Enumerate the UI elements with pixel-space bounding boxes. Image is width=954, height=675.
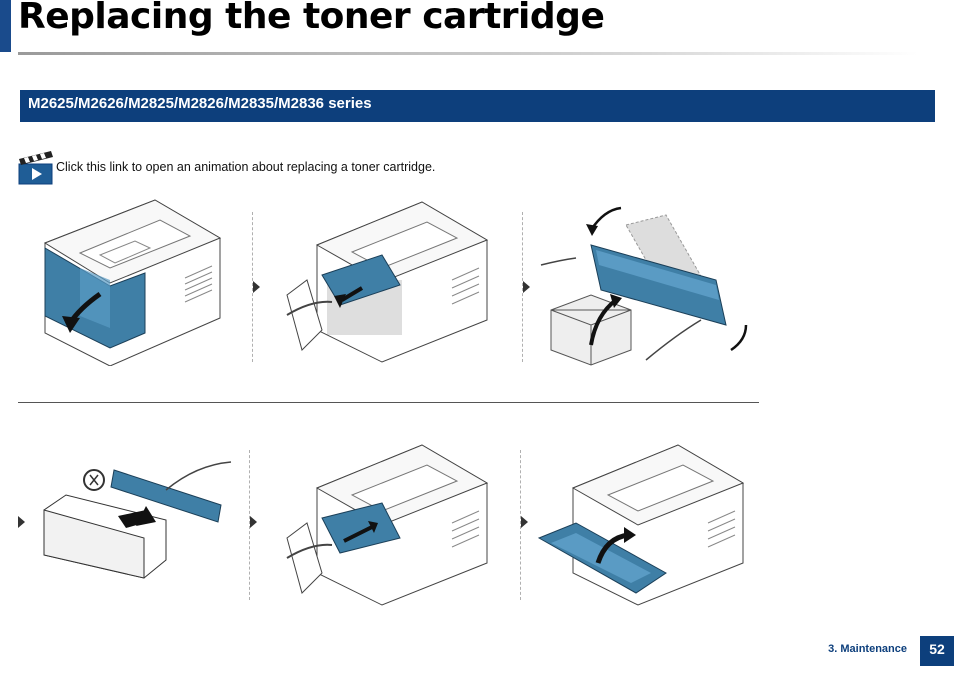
step-arrow: [523, 281, 530, 293]
section-heading: M2625/M2626/M2825/M2826/M2835/M2836 seri…: [20, 90, 935, 122]
step-shake-new-cartridge: [536, 200, 751, 372]
row-divider: [18, 402, 759, 403]
title-accent-bar: [0, 0, 11, 52]
step-divider: [522, 212, 523, 362]
step-divider: [252, 212, 253, 362]
step-open-front-cover: [40, 198, 230, 366]
step-arrow: [253, 281, 260, 293]
animation-link-text[interactable]: Click this link to open an animation abo…: [56, 160, 436, 174]
step-remove-protective-cover: [36, 460, 241, 580]
step-close-front-cover: [536, 443, 748, 608]
footer-chapter: 3. Maintenance: [828, 643, 907, 655]
step-arrow: [250, 516, 257, 528]
step-arrow: [18, 516, 25, 528]
clapperboard-play-icon[interactable]: [18, 149, 54, 185]
step-insert-cartridge: [282, 443, 492, 608]
animation-link[interactable]: Click this link to open an animation abo…: [18, 148, 435, 186]
step-divider: [249, 450, 250, 600]
step-divider: [520, 450, 521, 600]
page-number: 52: [920, 636, 954, 666]
title-underline: [18, 52, 918, 55]
step-pull-out-cartridge: [282, 200, 492, 365]
page-title: Replacing the toner cartridge: [18, 0, 605, 37]
step-arrow: [521, 516, 528, 528]
